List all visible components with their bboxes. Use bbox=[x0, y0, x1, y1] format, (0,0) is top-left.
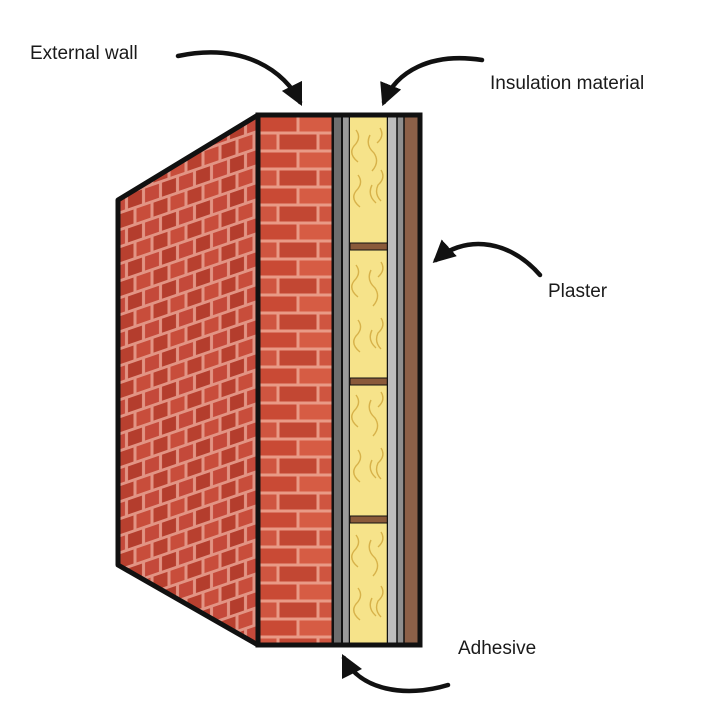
arrow-adhesive bbox=[341, 653, 451, 694]
external-wall-label: External wall bbox=[30, 43, 138, 64]
arrow-plaster bbox=[432, 239, 543, 278]
adhesive-label: Adhesive bbox=[458, 638, 537, 659]
plaster-layer bbox=[388, 115, 420, 645]
insulation-layer bbox=[349, 115, 390, 645]
layers-outline bbox=[255, 112, 423, 648]
wall-side-face bbox=[115, 112, 261, 648]
adhesive-layer bbox=[334, 115, 352, 645]
insulation-material-label: Insulation material bbox=[490, 73, 645, 94]
plaster-label: Plaster bbox=[548, 281, 608, 302]
wall-front-face bbox=[255, 112, 337, 648]
arrow-external-wall bbox=[175, 50, 303, 107]
arrow-insulation bbox=[380, 56, 485, 107]
